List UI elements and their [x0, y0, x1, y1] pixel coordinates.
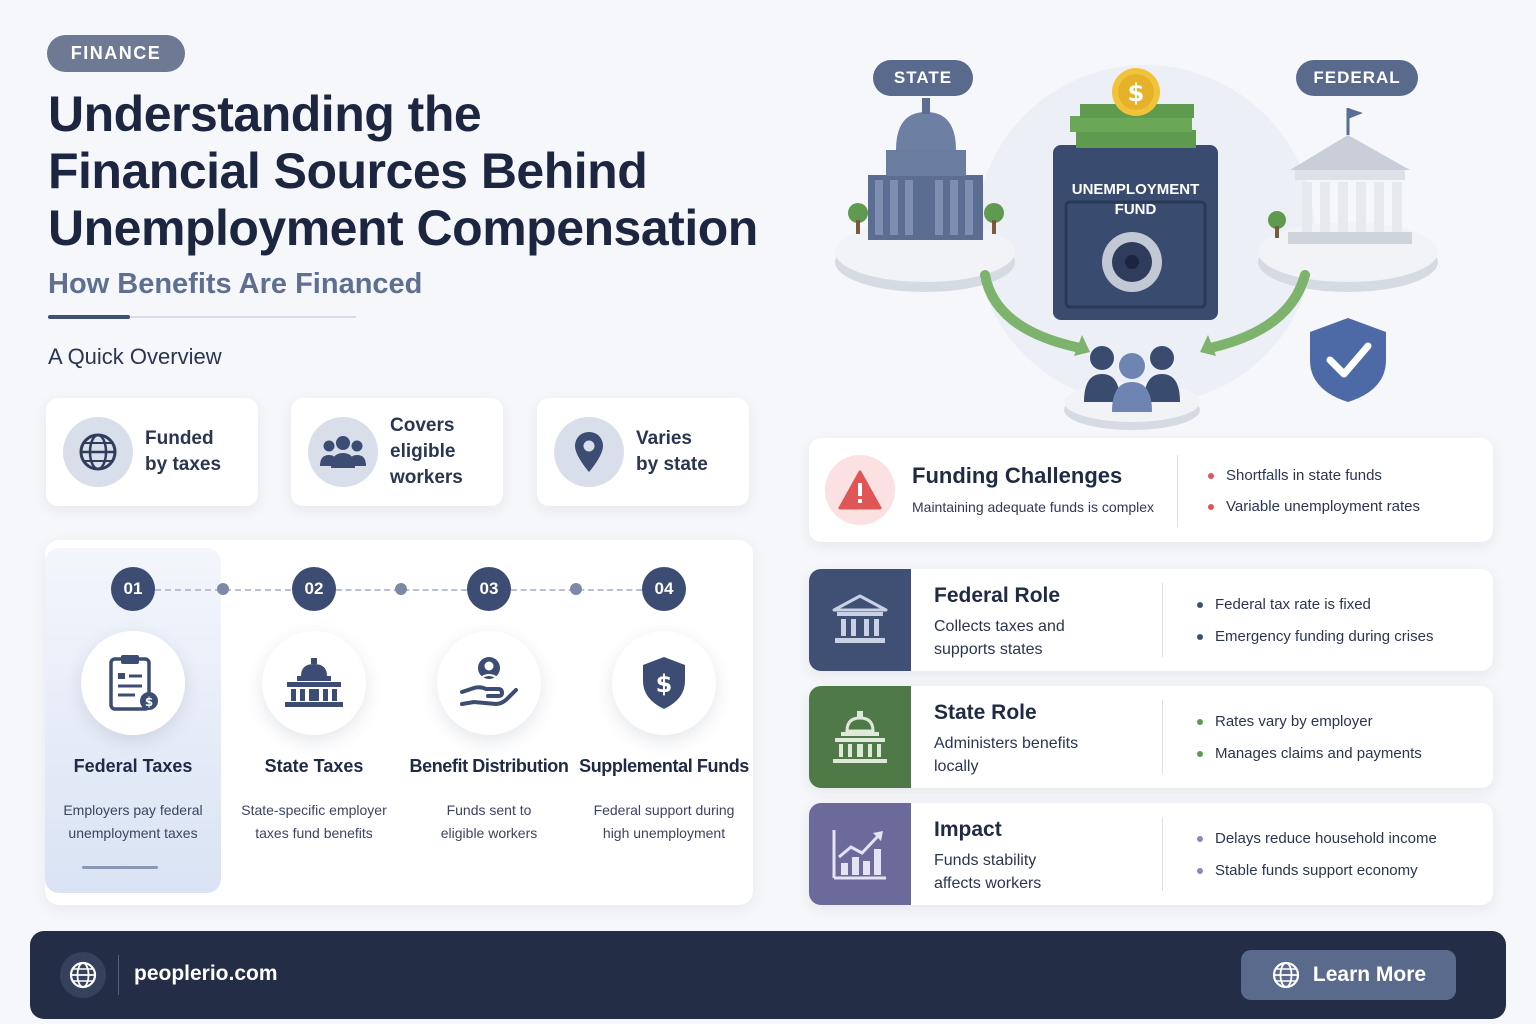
learn-more-button[interactable]: Learn More: [1241, 950, 1456, 1000]
divider: [1162, 700, 1163, 774]
federal-label: FEDERAL: [1296, 60, 1418, 96]
state-label: STATE: [873, 60, 973, 96]
chart-up-icon: [809, 803, 911, 905]
connector-dot: [570, 583, 582, 595]
challenges-subtitle: Maintaining adequate funds is complex: [912, 499, 1155, 515]
category-tag: FINANCE: [47, 35, 185, 72]
svg-text:$: $: [145, 695, 153, 709]
divider: [1162, 817, 1163, 891]
connector-dot: [217, 583, 229, 595]
svg-text:$: $: [1128, 79, 1145, 107]
svg-text:$: $: [656, 670, 673, 698]
shield-dollar-icon: $: [612, 631, 716, 735]
bank-icon: [809, 569, 911, 671]
role-title: Federal Role: [934, 584, 1061, 607]
website-link[interactable]: peoplerio.com: [134, 962, 278, 985]
divider: [48, 316, 356, 318]
funding-challenges-card: [809, 438, 1493, 542]
role-bullet: Emergency funding during crises: [1197, 628, 1433, 645]
step-title: Federal Taxes: [73, 756, 193, 776]
role-title: State Role: [934, 701, 1037, 724]
page-subtitle: How Benefits Are Financed: [48, 268, 423, 300]
capitol-icon: [262, 631, 366, 735]
learn-more-label: Learn More: [1312, 963, 1427, 986]
role-bullet: Delays reduce household income: [1197, 830, 1437, 847]
step-number: 03: [467, 567, 511, 611]
divider-accent: [48, 315, 130, 319]
step-number: 02: [292, 567, 336, 611]
challenge-bullet: Variable unemployment rates: [1208, 498, 1420, 515]
page-title: Understanding the Financial Sources Behi…: [48, 86, 758, 256]
role-bullet: Rates vary by employer: [1197, 713, 1373, 730]
hand-person-icon: [437, 631, 541, 735]
globe-icon: [63, 417, 133, 487]
step-title: Supplemental Funds: [579, 756, 749, 776]
role-bullet: Federal tax rate is fixed: [1197, 596, 1371, 613]
warning-icon: [825, 455, 895, 525]
active-step-indicator: [82, 866, 158, 869]
step-title: Benefit Distribution: [409, 756, 569, 776]
globe-icon: [60, 952, 106, 998]
role-bullet: Stable funds support economy: [1197, 862, 1418, 879]
map-pin-icon: [554, 417, 624, 487]
step-title: State Taxes: [264, 756, 364, 776]
overview-heading: A Quick Overview: [48, 344, 222, 369]
divider: [1162, 583, 1163, 657]
role-title: Impact: [934, 818, 1002, 841]
connector-dot: [395, 583, 407, 595]
capitol-icon: [809, 686, 911, 788]
globe-icon: [1272, 961, 1299, 989]
footer-divider: [118, 955, 119, 995]
step-number: 04: [642, 567, 686, 611]
step-number: 01: [111, 567, 155, 611]
divider: [1177, 455, 1178, 527]
people-icon: [308, 417, 378, 487]
clipboard-icon: $: [81, 631, 185, 735]
challenges-title: Funding Challenges: [912, 463, 1123, 488]
challenge-bullet: Shortfalls in state funds: [1208, 467, 1382, 484]
role-bullet: Manages claims and payments: [1197, 745, 1422, 762]
